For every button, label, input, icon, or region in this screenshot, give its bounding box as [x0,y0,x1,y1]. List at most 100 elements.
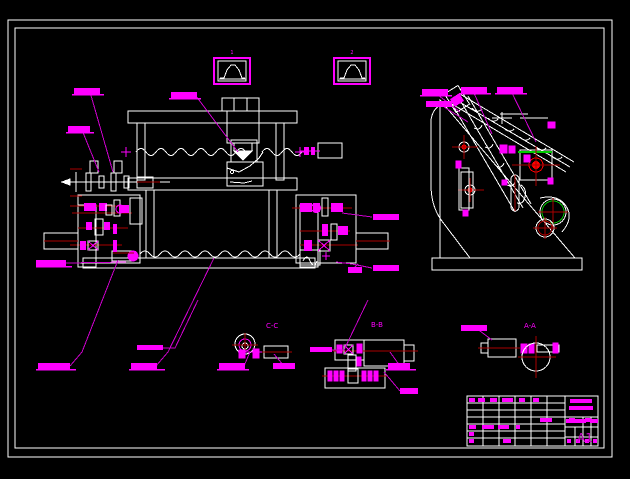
post-right [275,122,285,181]
section-view-bb[interactable]: B-B [322,321,418,389]
centerline-cross-marks [121,147,305,157]
lower-roller-marks [113,250,330,262]
toolhead-lower-body [226,161,264,187]
sheet-frame [7,19,613,458]
label-tag-15 [388,363,410,369]
title-block[interactable]: A1 [466,395,599,447]
leader-line-12 [511,92,537,143]
r-gear-1 [300,203,312,212]
incline-base-plate [431,257,583,271]
top-right-roller[interactable] [300,142,343,159]
fitting-e [547,121,556,129]
inner-frame-border [14,27,605,449]
leader-line-04 [65,261,127,264]
r-gear-2 [313,203,320,212]
label-tag-20 [310,347,332,352]
label-underline-13 [217,369,249,371]
detail-thumbnail-1[interactable]: 1 [213,50,251,85]
material-wave-lower [139,250,301,258]
title-block-text-blocks [469,398,598,443]
leader-line-03 [195,95,239,153]
leader-line-16 [383,371,401,392]
bb-shaft-end [403,344,415,362]
sgear-1 [85,172,92,192]
shaft-arrow [60,178,71,186]
material-wave-upper [135,148,247,156]
gear-b2 [94,218,104,236]
detail-box-inner-2 [337,60,367,82]
upper-drive-shaft-assembly[interactable] [60,160,170,197]
aa-centerlines [518,336,556,378]
bb-vert-gear [347,354,357,372]
inclined-conveyor-assembly[interactable] [430,84,583,271]
bb-lower-center-gear [347,368,359,384]
label-tag-02 [68,126,90,132]
main-assembly-front-view[interactable] [77,97,321,269]
detail-thumbnail-2[interactable]: 2 [333,50,371,85]
label-tag-13 [219,363,245,369]
roller-gear-a [304,147,309,155]
cam-profile-curve-2 [340,64,365,79]
lower-cross-mark [322,252,330,260]
title-block-grid [467,396,566,446]
detail-label-2: 2 [350,50,353,56]
gear-a2 [99,203,107,211]
label-tag-08 [373,265,399,271]
lower-form-curve [302,256,318,266]
leader-line-05 [69,259,119,367]
bb-lower-gears [327,370,379,382]
lower-pulley-centerlines [458,178,484,202]
bb-key-3 [355,356,362,367]
label-tag-11 [461,87,487,93]
sgear-2 [98,175,105,189]
cross-mark-right [295,147,305,157]
leader-line-08 [335,261,373,269]
leader-line-02 [81,129,100,173]
bb-lower-housing [324,367,386,389]
label-tag-06 [131,363,157,369]
toolhead-guide-curve [226,151,264,173]
fitting-c [501,179,508,186]
aa-key-a [520,343,528,354]
sgear-1-top [89,160,99,174]
gear-b4 [113,224,117,234]
label-tag-18 [348,267,362,273]
r-gear-7 [338,226,348,235]
leader-line-01 [89,91,114,173]
label-underline-02 [66,132,94,134]
label-underline-06 [129,369,165,371]
drive-centerlines [512,146,560,186]
label-underline-12 [495,93,527,95]
sgear-3-top [113,160,123,174]
top-crossbeam [127,110,298,124]
section-view-aa[interactable]: A-A [478,322,560,378]
label-underline-15 [386,369,416,371]
wheel-cl-small [533,217,557,239]
gear-a-bearing [129,197,143,225]
aa-shaft [536,344,560,353]
label-tag-10 [426,101,452,107]
fitting-a [499,144,508,154]
annotation-label-tags[interactable] [36,87,527,394]
gear-a-pitch [115,204,125,214]
gear-b3 [104,222,110,230]
fitting-d [547,177,554,185]
gear-c1-hatch [87,240,99,251]
label-underline-11 [459,93,491,95]
leader-line-10 [443,106,469,123]
left-gearbox-assembly[interactable] [43,194,143,264]
leader-line-11 [473,92,493,135]
label-underline-04 [36,266,72,268]
sheet-format-label: A1 [577,431,593,445]
r-gear-6 [330,223,338,241]
aa-key-b [528,343,535,354]
section-view-cc[interactable]: C-C [232,322,292,359]
gear-c1 [87,240,99,251]
label-tag-17 [461,325,487,331]
right-gearbox-assembly[interactable] [292,194,390,264]
cam-profile-curve-1 [220,64,245,79]
title-block-signature-cells [564,396,592,446]
